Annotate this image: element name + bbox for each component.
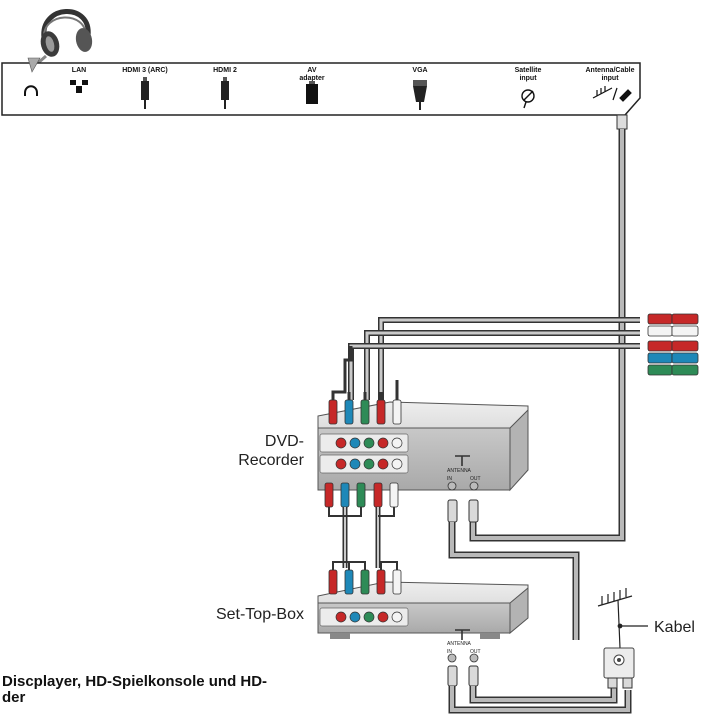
stb-out-label: OUT [470, 649, 481, 655]
dvd-top-cables [331, 346, 399, 400]
hdmi2-cable-icon [221, 77, 229, 109]
dvd-in-label: IN [447, 476, 452, 482]
av-adapter-label: adapter [299, 75, 325, 82]
satellite-input-label: input [519, 75, 537, 82]
caption-line-2: der [2, 689, 26, 706]
dvd-antenna-label: ANTENNA [447, 468, 472, 474]
stb-in-label: IN [447, 649, 452, 655]
av-label: AV [307, 67, 317, 74]
hdmi2-label: HDMI 2 [213, 67, 237, 74]
dvd-bottom-rca-plugs [324, 482, 399, 508]
av-cable-bundle [348, 317, 640, 400]
antenna-cable-icon [592, 86, 632, 102]
dvd-recorder: ANTENNA IN OUT [317, 401, 529, 492]
caption-line-1: Discplayer, HD-Spielkonsole und HD- [2, 673, 268, 690]
vga-label: VGA [412, 67, 427, 74]
caption: Discplayer, HD-Spielkonsole und HD- der [2, 674, 392, 706]
stb-top-rca-plugs [328, 561, 402, 595]
dvd-antenna-connectors [447, 499, 580, 640]
set-top-box-label: Set-Top-Box [216, 606, 304, 623]
hdmi3-cable-icon [141, 77, 149, 109]
dvd-recorder-label-1: DVD- [265, 433, 304, 450]
av-adapter-icon [306, 81, 318, 104]
headphone-jack-icon [24, 85, 38, 96]
vga-cable-icon [413, 80, 427, 110]
set-top-box: ANTENNA IN OUT [317, 581, 529, 663]
lan-label: LAN [72, 67, 86, 74]
satellite-label: Satellite [515, 67, 542, 74]
stb-antenna-label: ANTENNA [447, 641, 472, 647]
hdmi3-arc-label: HDMI 3 (ARC) [122, 67, 168, 74]
dvd-recorder-label-2: Recorder [238, 452, 304, 469]
dvd-to-stb-cables [328, 507, 395, 568]
right-rca-connectors [647, 313, 699, 376]
kabel-label: Kabel [654, 619, 695, 636]
wall-outlet [603, 647, 635, 689]
lan-icon [70, 80, 88, 93]
antenna-cable-input-label: input [601, 75, 619, 82]
headphones-icon [29, 9, 93, 72]
kabel-pointer [617, 623, 648, 629]
dvd-out-label: OUT [470, 476, 481, 482]
tv-back-panel [1, 62, 641, 116]
stb-antenna-cables [447, 665, 632, 714]
antenna-cable-label: Antenna/Cable [585, 67, 634, 74]
antenna-mast-icon [597, 588, 633, 649]
satellite-dish-icon [521, 89, 535, 109]
